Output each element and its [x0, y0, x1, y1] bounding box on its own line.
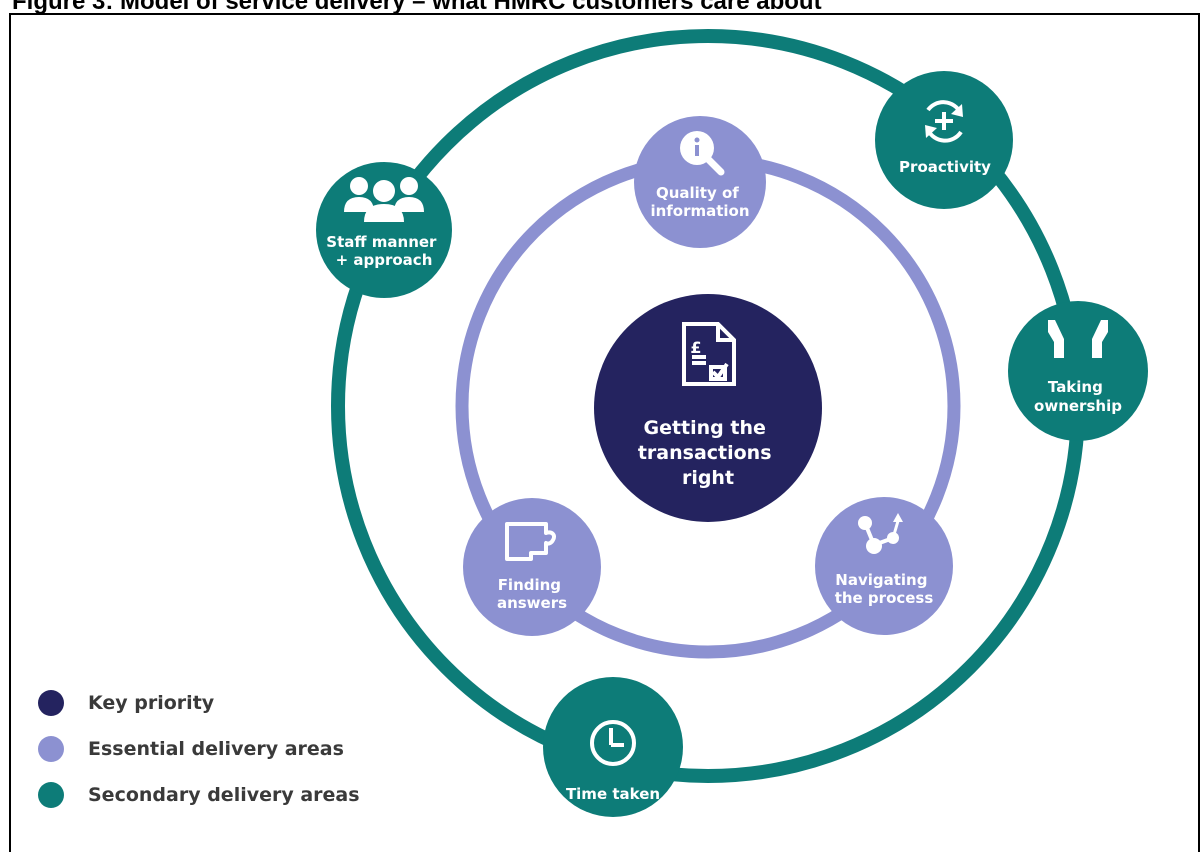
- secondary-node-label: Staff manner + approach: [326, 233, 441, 269]
- legend: Key priority Essential delivery areas Se…: [38, 690, 360, 828]
- puzzle-piece-icon: [505, 522, 557, 561]
- legend-item-key-priority: Key priority: [38, 690, 360, 716]
- legend-item-essential: Essential delivery areas: [38, 736, 360, 762]
- secondary-node-label: Proactivity: [899, 158, 991, 176]
- center-node: Getting the transactions right £: [594, 294, 822, 522]
- secondary-node-staff-manner: Staff manner + approach: [316, 162, 452, 298]
- secondary-node-label: Taking ownership: [1034, 378, 1122, 415]
- legend-swatch: [38, 690, 64, 716]
- figure-title: Figure 3: Model of service delivery – wh…: [12, 0, 822, 15]
- legend-swatch: [38, 736, 64, 762]
- essential-node-quality-of-information: Quality of information: [634, 116, 766, 248]
- essential-node-label: Quality of information: [650, 184, 749, 220]
- figure-frame: [9, 13, 1200, 852]
- essential-node-label: Finding answers: [497, 576, 567, 612]
- svg-text:£: £: [690, 338, 701, 357]
- document-pound-check-icon: [682, 322, 736, 386]
- hands-icon: [1048, 320, 1108, 358]
- legend-item-secondary: Secondary delivery areas: [38, 782, 360, 808]
- essential-node-label: Navigating the process: [835, 571, 934, 607]
- legend-label: Secondary delivery areas: [88, 784, 360, 806]
- clock-icon: [590, 720, 636, 766]
- process-nodes-icon: [858, 513, 903, 554]
- secondary-node-label: Time taken: [566, 785, 660, 803]
- essential-node-navigating-the-process: Navigating the process: [815, 497, 953, 635]
- refresh-plus-icon: [925, 100, 963, 143]
- essential-node-finding-answers: Finding answers: [463, 498, 601, 636]
- secondary-node-taking-ownership: Taking ownership: [1008, 301, 1148, 441]
- people-group-icon: [344, 177, 424, 222]
- info-magnifier-icon: [680, 131, 725, 176]
- legend-label: Essential delivery areas: [88, 738, 344, 760]
- secondary-node-time-taken: Time taken: [543, 677, 683, 817]
- secondary-node-proactivity: Proactivity: [875, 71, 1013, 209]
- legend-label: Key priority: [88, 692, 215, 714]
- legend-swatch: [38, 782, 64, 808]
- center-node-title: Getting the transactions right: [638, 417, 778, 489]
